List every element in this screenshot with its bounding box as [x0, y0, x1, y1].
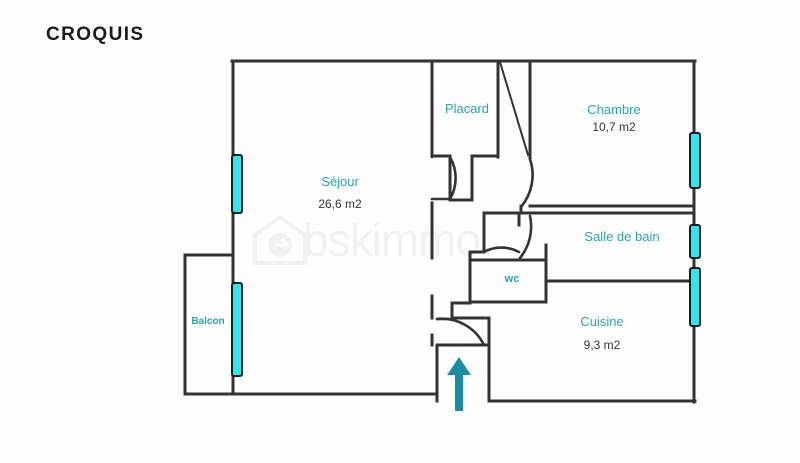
room-label-salle-de-bain: Salle de bain [584, 229, 659, 244]
room-labels: Séjour 26,6 m2 Chambre 10,7 m2 Cuisine 9,3 m2… [191, 101, 659, 352]
window-sejour-upper [231, 154, 243, 214]
door-placard [448, 155, 457, 201]
room-label-cuisine: Cuisine [580, 314, 623, 329]
room-area-chambre: 10,7 m2 [592, 120, 636, 134]
room-label-balcon: Balcon [191, 316, 224, 327]
wall-jambs [448, 154, 523, 320]
room-label-wc: wc [504, 273, 520, 285]
room-area-sejour: 26,6 m2 [318, 197, 362, 211]
entrance-arrow-head [447, 357, 471, 375]
door-wc [482, 246, 521, 254]
window-balcon [231, 282, 243, 377]
page-title: CROQUIS [46, 24, 145, 45]
entrance-arrow-shaft [455, 375, 463, 411]
door-sdb [518, 214, 533, 260]
door-entrance [435, 317, 486, 347]
room-label-chambre: Chambre [587, 102, 640, 117]
window-chambre [689, 132, 701, 189]
room-area-cuisine: 9,3 m2 [584, 338, 621, 352]
windows [231, 132, 701, 377]
room-label-sejour: Séjour [321, 174, 359, 189]
outer-walls [183, 59, 697, 404]
door-chambre [519, 157, 534, 209]
window-cuisine [689, 267, 701, 327]
balcon-outline [183, 253, 235, 396]
entrance-arrow [447, 357, 471, 411]
room-label-placard: Placard [445, 101, 489, 116]
placard-door-diagonal [498, 60, 530, 157]
window-salle-de-bain [689, 224, 701, 259]
